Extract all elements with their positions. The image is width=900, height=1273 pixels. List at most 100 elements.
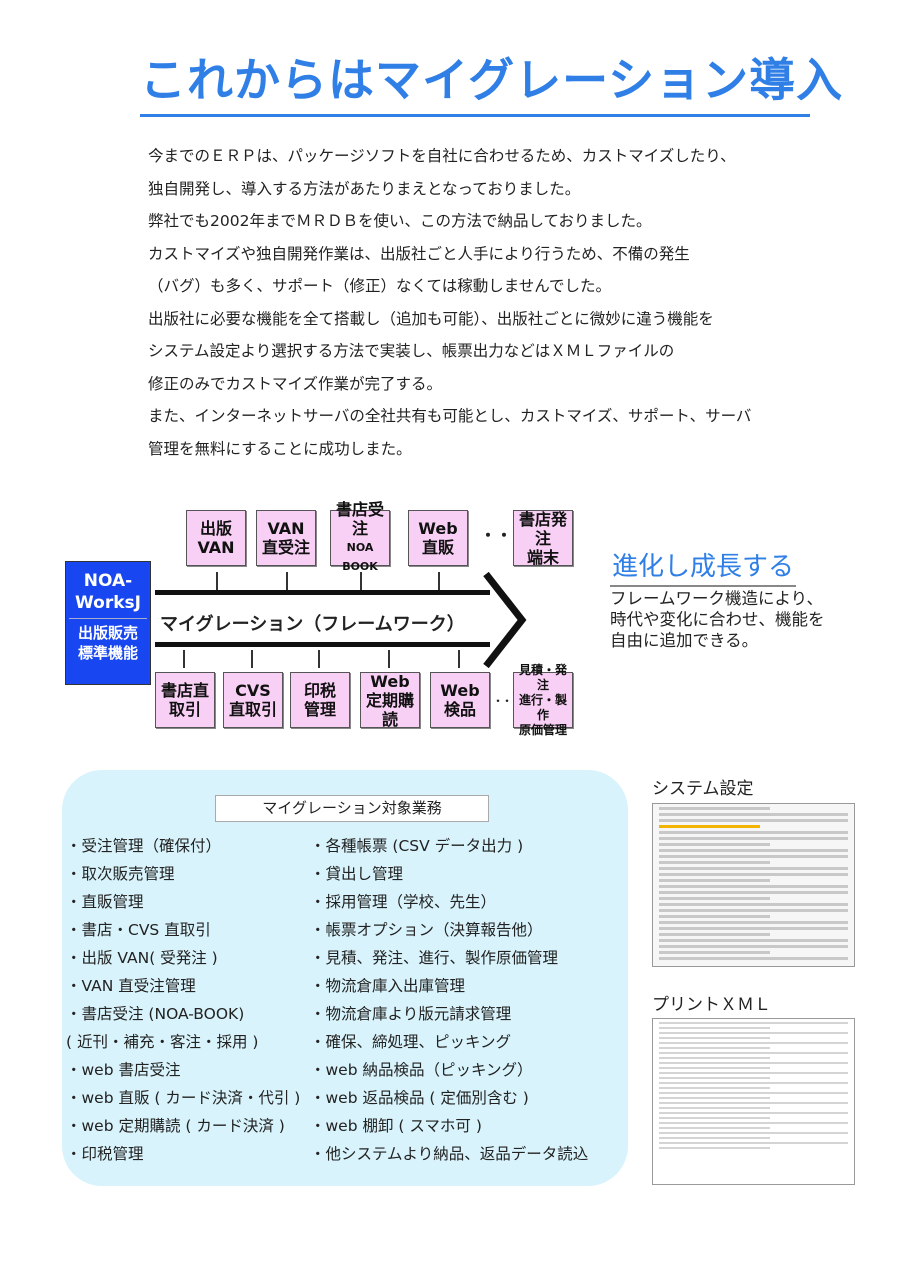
xml-row xyxy=(659,1022,848,1024)
list-item: ( 近刊・補充・客注・採用 ) xyxy=(66,1033,259,1051)
connector xyxy=(360,572,362,590)
list-item: ・物流倉庫より版元請求管理 xyxy=(310,1005,512,1023)
module-label: CVS xyxy=(235,681,271,700)
settings-row xyxy=(659,891,848,894)
xml-row xyxy=(659,1102,848,1104)
settings-row xyxy=(659,855,848,858)
module-label: 端末 xyxy=(526,547,559,567)
xml-row xyxy=(659,1137,770,1139)
xml-row xyxy=(659,1127,770,1129)
module-label: Web xyxy=(440,681,480,700)
module-label: 直取引 xyxy=(228,700,277,719)
evolve-description: フレームワーク機造により、 時代や変化に合わせ、機能を 自由に追加できる。 xyxy=(610,588,825,651)
intro-line: 弊社でも2002年までＭＲＤＢを使い、この方法で納品しておりました。 xyxy=(148,212,652,230)
connector xyxy=(251,650,253,668)
module-label: 書店受注 xyxy=(335,500,384,538)
connector xyxy=(183,650,185,668)
xml-row xyxy=(659,1087,770,1089)
list-item: ・採用管理（学校、先生） xyxy=(310,893,497,911)
settings-row xyxy=(659,849,848,852)
settings-row xyxy=(659,837,848,840)
module-label: 直受注 xyxy=(261,538,310,557)
list-item: ・web 返品検品 ( 定価別含む ) xyxy=(310,1089,529,1107)
module-label: 見積・発注 xyxy=(518,662,567,692)
list-item: ・各種帳票 (CSV データ出力 ) xyxy=(310,837,524,855)
xml-row xyxy=(659,1082,848,1084)
module-label: 管理 xyxy=(303,700,336,719)
settings-row xyxy=(659,897,770,900)
intro-line: 管理を無料にすることに成功しまた。 xyxy=(148,439,412,458)
list-item: ・書店受注 (NOA-BOOK) xyxy=(66,1005,245,1023)
module-label: 直販 xyxy=(421,538,454,557)
framework-bar-top xyxy=(155,590,490,595)
intro-line: また、インターネットサーバの全社共有も可能とし、カストマイズ、サポート、サーバ xyxy=(148,407,752,425)
module-label: 進行・製作 xyxy=(518,692,567,722)
module-label: VAN xyxy=(197,538,235,557)
business-list-right: ・各種帳票 (CSV データ出力 )・貸出し管理・採用管理（学校、先生）・帳票オ… xyxy=(310,832,588,1168)
module-label: 取引 xyxy=(168,700,201,719)
list-item: ・受注管理（確保付） xyxy=(66,837,222,855)
framework-label: マイグレーション（フレームワーク） xyxy=(160,614,465,635)
list-item: ・書店・CVS 直取引 xyxy=(66,921,211,939)
xml-row xyxy=(659,1112,848,1114)
list-item: ・取次販売管理 xyxy=(66,865,175,883)
settings-row xyxy=(659,915,770,918)
system-settings-label: システム設定 xyxy=(652,779,754,799)
xml-row xyxy=(659,1072,848,1074)
list-item: ・web 納品検品（ピッキング） xyxy=(310,1061,533,1079)
xml-row xyxy=(659,1132,848,1134)
xml-row xyxy=(659,1062,848,1064)
connector xyxy=(216,572,218,590)
intro-line: 修正のみでカストマイズ作業が完了する。 xyxy=(148,374,443,393)
settings-row xyxy=(659,867,848,870)
target-business-heading: マイグレーション対象業務 xyxy=(215,795,489,822)
settings-row xyxy=(659,843,770,846)
intro-line: カストマイズや独自開発作業は、出版社ごと人手により行うため、不備の発生 xyxy=(148,244,690,263)
list-item: ・他システムより納品、返品データ読込 xyxy=(310,1145,589,1163)
xml-row xyxy=(659,1077,770,1079)
module-label: 書店発注 xyxy=(518,509,567,548)
xml-row xyxy=(659,1097,770,1099)
settings-row xyxy=(659,903,848,906)
module-box: 書店直取引 xyxy=(155,672,215,728)
settings-row xyxy=(659,945,848,948)
arrow-head-icon xyxy=(483,571,527,669)
xml-row xyxy=(659,1042,848,1044)
xml-row xyxy=(659,1142,848,1144)
settings-row xyxy=(659,921,848,924)
xml-row xyxy=(659,1027,770,1029)
framework-bar-bottom xyxy=(155,642,490,647)
xml-row xyxy=(659,1117,770,1119)
settings-row xyxy=(659,825,760,828)
module-box: 見積・発注進行・製作原価管理 xyxy=(513,663,573,737)
list-item: ・web 書店受注 xyxy=(66,1061,181,1079)
intro-line: 今までのＥＲＰは、パッケージソフトを自社に合わせるため、カストマイズしたり、 xyxy=(148,147,736,165)
settings-row xyxy=(659,951,770,954)
desc-line: 自由に追加できる。 xyxy=(610,631,759,650)
evolve-heading: 進化し成長する xyxy=(610,546,797,587)
settings-row xyxy=(659,819,848,822)
list-item: ・VAN 直受注管理 xyxy=(66,977,196,995)
settings-row xyxy=(659,831,848,834)
print-xml-label: プリントＸＭＬ xyxy=(652,995,771,1015)
settings-row xyxy=(659,885,848,888)
settings-row xyxy=(659,879,770,882)
xml-row xyxy=(659,1107,770,1109)
module-label: 検品 xyxy=(443,700,476,719)
settings-row xyxy=(659,927,848,930)
intro-text: 今までのＥＲＰは、パッケージソフトを自社に合わせるため、カストマイズしたり、独自… xyxy=(148,142,868,467)
module-box: 書店発注端末 xyxy=(513,509,573,567)
list-item: ・物流倉庫入出庫管理 xyxy=(310,977,466,995)
settings-row xyxy=(659,813,848,816)
xml-row xyxy=(659,1057,770,1059)
core-title: NOA-WorksJ xyxy=(69,562,147,619)
xml-row xyxy=(659,1067,770,1069)
module-label: Web xyxy=(418,519,458,538)
system-settings-screenshot xyxy=(652,803,855,967)
